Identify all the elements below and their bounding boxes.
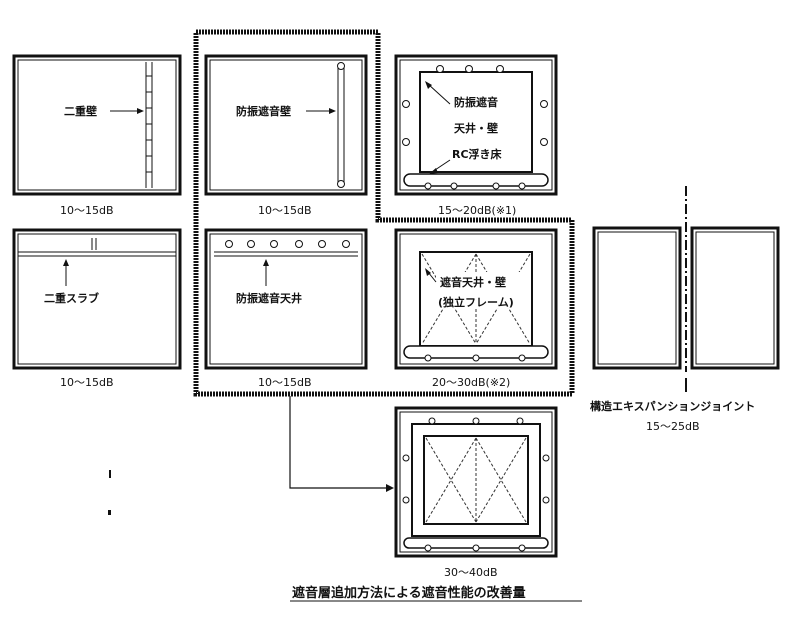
panel-vib-wall: 防振遮音壁: [204, 54, 368, 196]
value-vib-ceiling: 10～15dB: [258, 376, 312, 389]
panel-vib-ceil-wall: 防振遮音 天井・壁 RC浮き床: [394, 54, 558, 196]
label-vib-ceil-wall-line1: 防振遮音: [454, 95, 498, 109]
label-frame-line1: 遮音天井・壁: [440, 275, 506, 289]
value-vib-wall: 10～15dB: [258, 204, 312, 217]
panel-double-wall: 二重壁: [12, 54, 182, 196]
panel-vib-ceiling: 防振遮音天井: [204, 228, 368, 370]
value-double-wall: 10～15dB: [60, 204, 114, 217]
label-double-wall: 二重壁: [64, 104, 97, 118]
label-frame-line2: (独立フレーム): [438, 295, 514, 309]
connector-arrow: [289, 396, 388, 489]
value-double-slab: 10～15dB: [60, 376, 114, 389]
label-rc-floor: RC浮き床: [452, 147, 503, 161]
label-double-slab: 二重スラブ: [44, 291, 99, 305]
stray-mark: [108, 510, 111, 515]
value-vib-ceil-wall: 15～20dB(※1): [438, 204, 516, 217]
panel-combined: [394, 406, 558, 558]
value-frame: 20～30dB(※2): [432, 376, 510, 389]
label-vib-wall: 防振遮音壁: [236, 104, 291, 118]
label-expansion-joint: 構造エキスパンションジョイント: [590, 399, 755, 413]
label-vib-ceiling: 防振遮音天井: [236, 291, 302, 305]
stray-mark: [109, 470, 111, 478]
value-combined: 30～40dB: [444, 566, 498, 579]
panel-double-slab: 二重スラブ: [12, 228, 182, 370]
value-expansion-joint: 15～25dB: [646, 420, 700, 433]
label-vib-ceil-wall-line2: 天井・壁: [454, 121, 498, 135]
double-wall-partition: [145, 62, 153, 188]
group-boundary: [193, 29, 575, 397]
panel-independent-frame: 遮音天井・壁 (独立フレーム): [394, 228, 558, 370]
caption: 遮音層追加方法による遮音性能の改善量: [292, 585, 526, 601]
panel-expansion-joint: [592, 186, 780, 392]
